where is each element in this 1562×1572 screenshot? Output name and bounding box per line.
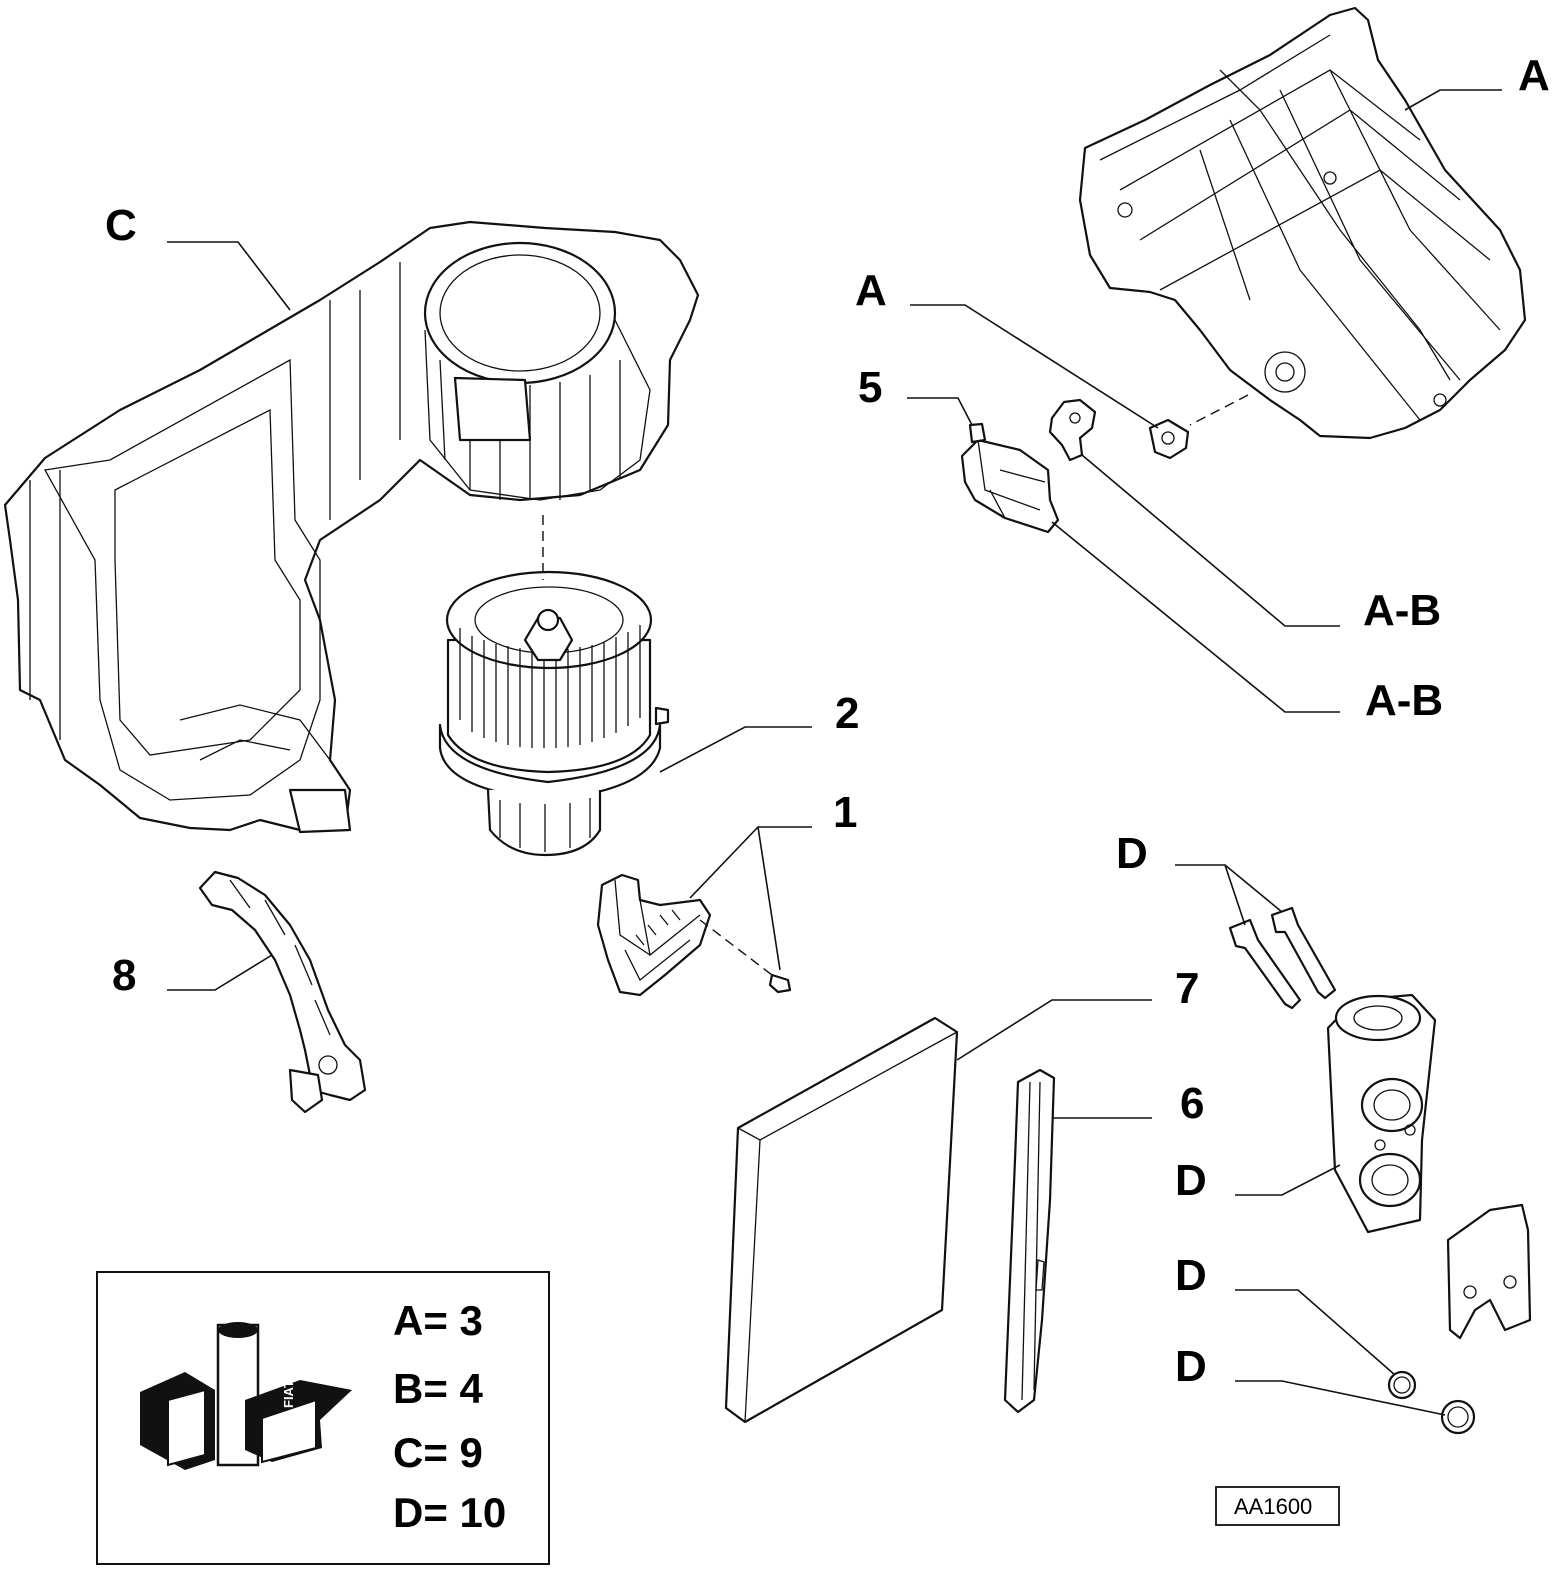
alignment-lines (542, 394, 1249, 976)
cabin-filter-7 (724, 1016, 959, 1424)
small-actuator-link (1148, 418, 1190, 460)
legend-line-c: C= 9 (393, 1429, 483, 1476)
callout-1-resistor: 1 (833, 788, 857, 837)
callout-ab-actuator: A-B (1365, 676, 1443, 725)
legend-line-b: B= 4 (393, 1365, 484, 1412)
callout-d-bolts: D (1116, 829, 1148, 878)
callout-d-oring-2: D (1175, 1342, 1207, 1391)
callout-a-housing: A (1518, 51, 1550, 100)
callout-ab-lever: A-B (1363, 586, 1441, 635)
callout-2-blower: 2 (835, 689, 859, 738)
callout-a-small-part: A (855, 266, 887, 315)
reference-code: AA1600 (1234, 1494, 1312, 1519)
valve-bracket (1446, 1203, 1532, 1340)
drain-hose-8 (198, 870, 367, 1114)
bolts-d (1228, 906, 1337, 1010)
callout-d-valve: D (1175, 1156, 1207, 1205)
callout-6-seal: 6 (1180, 1079, 1204, 1128)
expansion-valve-d (1326, 993, 1437, 1234)
logo-text: FIAT (281, 1380, 296, 1408)
callout-5-actuator: 5 (858, 363, 882, 412)
seal-strip-6 (1003, 1068, 1056, 1414)
flap-lever (1048, 398, 1097, 462)
blower-motor-2 (438, 570, 670, 857)
actuator-5 (960, 422, 1060, 534)
hvac-housing-c (3, 220, 700, 834)
o-rings-d (1387, 1370, 1476, 1435)
legend-line-d: D= 10 (393, 1489, 506, 1536)
callout-d-oring-1: D (1175, 1251, 1207, 1300)
leader-lines (167, 89, 1502, 1416)
callout-7-filter: 7 (1175, 964, 1199, 1013)
housing-cover-a (1078, 6, 1527, 440)
lubricant-legend-box: FIAT A= 3 B= 4 C= 9 D= 10 (96, 1271, 550, 1565)
fiat-lubricant-can-icon: FIAT (140, 1322, 352, 1470)
reference-box: AA1600 (1215, 1486, 1340, 1526)
legend-line-a: A= 3 (393, 1297, 483, 1344)
callout-8-hose: 8 (112, 951, 136, 1000)
blower-resistor-1 (596, 873, 792, 997)
callout-c-housing: C (105, 201, 137, 250)
